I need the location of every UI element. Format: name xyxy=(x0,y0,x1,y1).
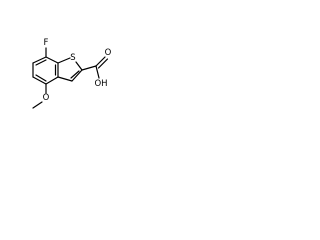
double-bond-c2-c3 xyxy=(70,70,80,79)
bond-c6-c7 xyxy=(32,56,47,64)
bond-c2-cooh xyxy=(81,65,97,71)
bond-s-c2 xyxy=(75,61,83,71)
ether-oxygen-label: O xyxy=(43,93,50,103)
molecule-canvas: F S O OH O xyxy=(0,0,152,152)
bond-c-o-double-b xyxy=(97,58,109,69)
carbonyl-oxygen-label: O xyxy=(105,48,112,58)
hydroxyl-label: OH xyxy=(94,79,107,89)
bond-c2-c3 xyxy=(71,69,83,82)
bond-c7-c7a xyxy=(45,56,59,64)
double-bond-c4-c5 xyxy=(35,74,47,82)
carboxylic-acid-group xyxy=(81,56,109,79)
benzothiophene-carboxylic-acid-structure: F S O OH O xyxy=(32,38,112,109)
benzene-ring xyxy=(32,56,59,85)
bond-o-ch3 xyxy=(32,101,43,109)
fluorine-label: F xyxy=(44,38,49,48)
double-bond-c6-c7 xyxy=(35,59,47,66)
bond-c7a-s xyxy=(57,57,71,64)
bond-c-o-double-a xyxy=(95,56,106,67)
sulfur-label: S xyxy=(70,53,75,63)
thiophene-ring xyxy=(57,57,83,82)
bond-c3-c3a xyxy=(57,76,73,82)
bond-c4-c5 xyxy=(32,76,47,85)
bond-c3a-c4 xyxy=(45,76,59,85)
bond-c-oh xyxy=(95,65,100,79)
methoxy-group xyxy=(32,83,47,109)
